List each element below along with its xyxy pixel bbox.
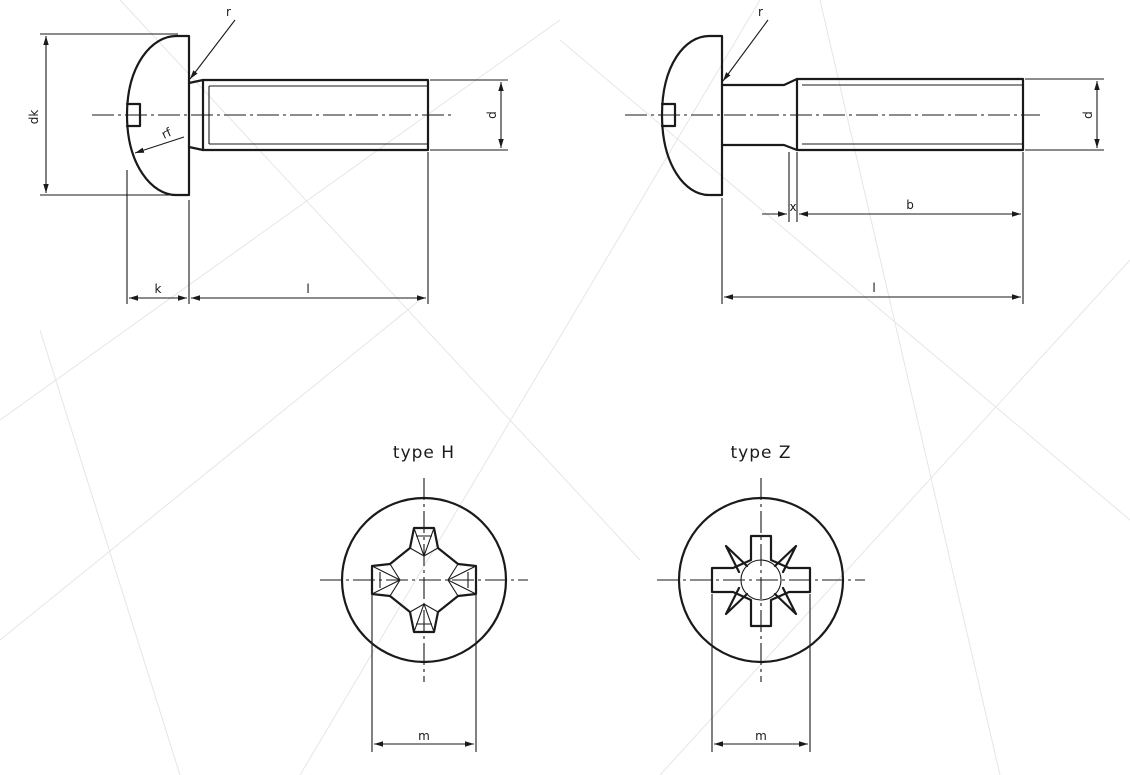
pozidriv-recess-icon	[710, 534, 812, 628]
left-screw-side-view: dk d r rf k l	[27, 5, 508, 304]
dim-label-x: x	[789, 200, 796, 214]
dim-label-r-left: r	[226, 5, 231, 19]
type-h-title: type H	[393, 443, 455, 463]
dim-label-m-type-h: m	[418, 729, 430, 743]
type-z-head-view: type Z m	[657, 443, 865, 752]
dim-label-d-left: d	[485, 111, 499, 119]
dim-label-m-type-z: m	[755, 729, 767, 743]
dim-label-k: k	[155, 282, 162, 296]
dim-label-b: b	[906, 198, 914, 212]
dim-label-dk: dk	[27, 110, 41, 125]
type-h-head-view: type H m	[320, 443, 528, 752]
dim-label-l-right: l	[872, 281, 875, 295]
right-screw-side-view: d r x b l	[625, 5, 1104, 304]
dim-label-r-right: r	[758, 5, 763, 19]
dim-label-l-left: l	[306, 282, 309, 296]
type-z-title: type Z	[730, 443, 791, 463]
dim-label-d-right: d	[1081, 111, 1095, 119]
dim-label-rf: rf	[159, 125, 174, 142]
